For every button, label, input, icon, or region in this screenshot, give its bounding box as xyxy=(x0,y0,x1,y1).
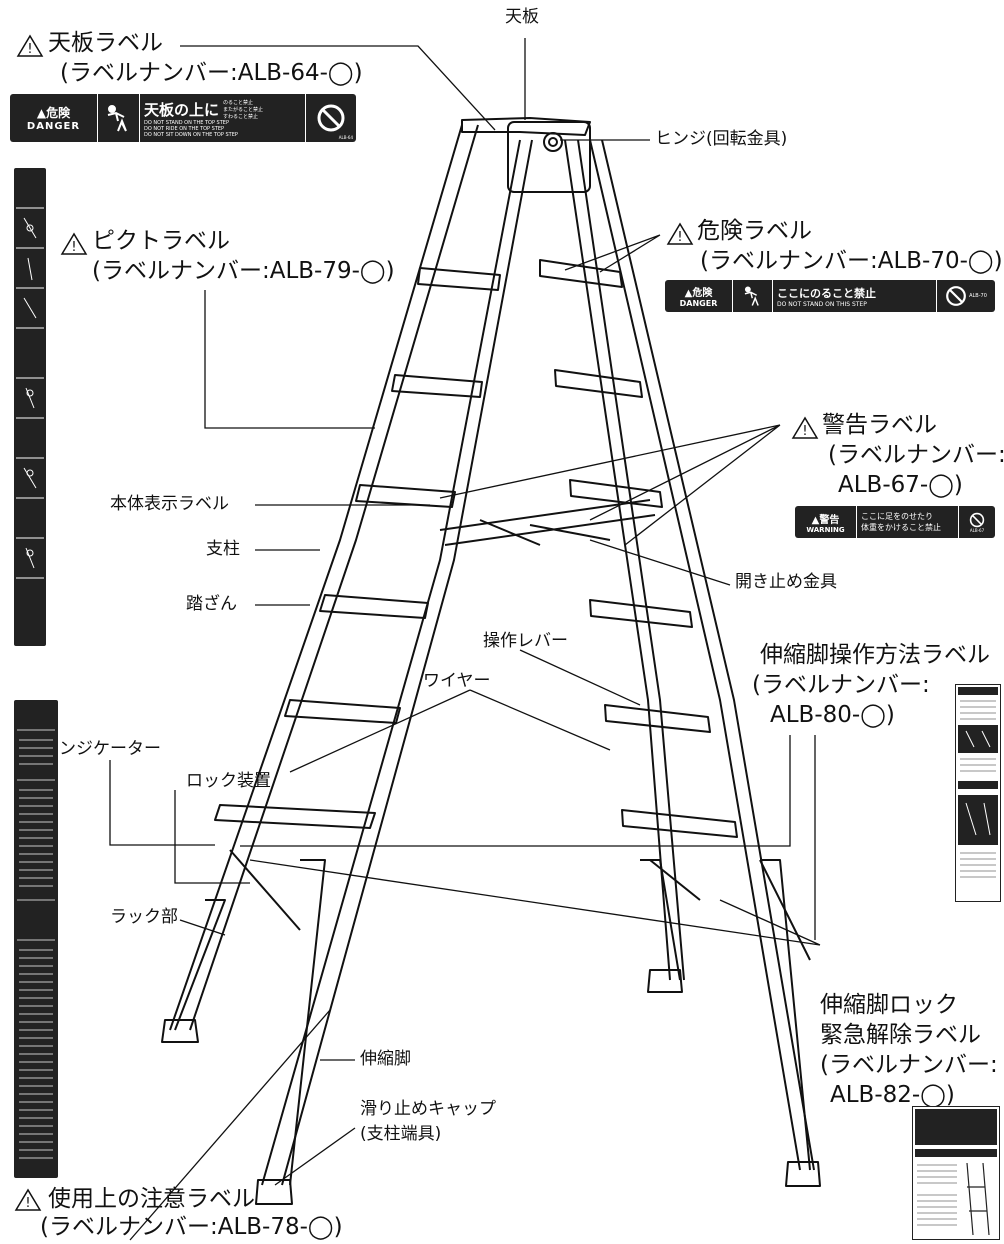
tenban-label-artwork: ▲危険 DANGER 天板の上に のること禁止 またがること禁止 すわること禁止… xyxy=(10,94,356,142)
part-shichu: 支柱 xyxy=(206,539,240,559)
pict-label-number: (ラベルナンバー:ALB-79-◯) xyxy=(92,258,395,284)
shinshuku-sosa-label-number1: (ラベルナンバー: xyxy=(752,672,930,698)
kiken-label-title: 危険ラベル xyxy=(697,218,812,244)
person-falling-icon xyxy=(107,105,127,132)
shinshuku-sosa-label-artwork xyxy=(955,684,1001,902)
hinge-plate xyxy=(507,121,591,193)
part-hirakidome: 開き止め金具 xyxy=(735,572,837,592)
svg-text:!: ! xyxy=(27,42,32,57)
rear-rail-inner xyxy=(564,139,671,981)
tenban-en-3: DO NOT SIT DOWN ON THE TOP STEP xyxy=(144,131,238,138)
keikoku-main-2: 体重をかけること禁止 xyxy=(861,523,941,532)
keikoku-label-number2: ALB-67-◯) xyxy=(838,472,963,498)
prohibition-icon xyxy=(946,286,966,306)
hinge-pivot xyxy=(543,132,563,152)
pict-label-title: ピクトラベル xyxy=(92,228,230,254)
danger-en-text: DANGER xyxy=(26,121,81,132)
shinshuku-lock-label-title1: 伸縮脚ロック xyxy=(820,992,958,1018)
shinshuku-sosa-label-title: 伸縮脚操作方法ラベル xyxy=(760,642,990,668)
kiken-en-text: DO NOT STAND ON THIS STEP xyxy=(777,300,867,308)
part-hinge: ヒンジ(回転金具) xyxy=(655,129,788,149)
front-rail-inner xyxy=(261,139,521,1186)
kiken-label-artwork: ▲危険 DANGER ここにのること禁止 DO NOT STAND ON THI… xyxy=(665,280,995,312)
rear-steps xyxy=(539,259,738,838)
part-shinshuku-kyaku: 伸縮脚 xyxy=(360,1049,411,1069)
shinshuku-lock-label-number2: ALB-82-◯) xyxy=(830,1082,955,1108)
foot-cap-front-left xyxy=(161,1019,199,1043)
foot-cap-rear-right xyxy=(785,1161,821,1187)
shiyo-chui-label-number: (ラベルナンバー:ALB-78-◯) xyxy=(40,1214,343,1240)
leader-lines xyxy=(109,38,821,1241)
rear-rail-outer xyxy=(589,139,801,1171)
shinshuku-lock-label-title2: 緊急解除ラベル xyxy=(820,1022,981,1048)
warning-triangles xyxy=(14,34,819,1211)
keikoku-warn-jp: 警告 xyxy=(819,514,840,526)
part-suberidome: 滑り止めキャップ xyxy=(360,1099,496,1119)
part-rack: ラック部 xyxy=(110,907,178,927)
tenban-main-text: 天板の上に xyxy=(144,100,220,119)
svg-text:!: ! xyxy=(25,1196,30,1211)
top-plate xyxy=(461,117,591,136)
tenban-small-3: すわること禁止 xyxy=(223,113,259,120)
person-falling-icon xyxy=(744,286,759,306)
tenban-code: ALB-64 xyxy=(338,135,353,140)
kiken-label-number: (ラベルナンバー:ALB-70-◯) xyxy=(700,248,1003,274)
keikoku-warn-en: WARNING xyxy=(806,525,845,534)
foot-cap-front-right xyxy=(255,1179,293,1205)
part-fumizan: 踏ざん xyxy=(186,594,237,614)
prohibition-icon xyxy=(317,104,345,132)
kiken-danger-en: DANGER xyxy=(679,299,718,308)
tenban-small-1: のること禁止 xyxy=(223,99,254,106)
part-indicator: インジケーター xyxy=(42,739,161,759)
diagonal-brace xyxy=(229,849,811,961)
tenban-label-title: 天板ラベル xyxy=(48,30,163,56)
part-lock-sochi: ロック装置 xyxy=(186,771,271,791)
pict-label-artwork xyxy=(14,168,46,646)
part-tenban: 天板 xyxy=(505,7,539,27)
keikoku-label-title: 警告ラベル xyxy=(822,412,937,438)
keikoku-code: ALB-67 xyxy=(969,527,985,533)
part-wire: ワイヤー xyxy=(423,671,491,691)
keikoku-label-artwork: ▲警告 WARNING ここに足をのせたり 体重をかけること禁止 ALB-67 xyxy=(795,506,995,538)
rear-leg-extension xyxy=(640,859,811,1171)
keikoku-main-1: ここに足をのせたり xyxy=(861,512,933,521)
keikoku-label-number1: (ラベルナンバー: xyxy=(828,442,1004,468)
svg-text:!: ! xyxy=(71,240,76,255)
shiyo-chui-label-artwork xyxy=(14,700,58,1178)
kiken-code: ALB-70 xyxy=(969,293,987,299)
front-steps xyxy=(214,267,501,829)
svg-text:!: ! xyxy=(802,424,807,439)
part-sosa-lever: 操作レバー xyxy=(483,631,568,651)
shinshuku-sosa-label-number2: ALB-80-◯) xyxy=(770,702,895,728)
tenban-small-2: またがること禁止 xyxy=(223,106,264,113)
shiyo-chui-label-title: 使用上の注意ラベル xyxy=(48,1186,255,1212)
tenban-en-1: DO NOT STAND ON THE TOP STEP xyxy=(144,119,229,126)
shinshuku-lock-label-artwork xyxy=(912,1106,1000,1240)
tenban-label-number: (ラベルナンバー:ALB-64-◯) xyxy=(60,60,363,86)
tenban-en-2: DO NOT RIDE ON THE TOP STEP xyxy=(144,125,225,132)
shinshuku-lock-label-number1: (ラベルナンバー: xyxy=(820,1052,998,1078)
part-hontai-label: 本体表示ラベル xyxy=(110,494,229,514)
svg-text:!: ! xyxy=(677,230,682,245)
front-leg-extension xyxy=(174,859,326,1186)
foot-cap-rear-left xyxy=(647,969,683,993)
kiken-main-text: ここにのること禁止 xyxy=(777,286,876,300)
kiken-danger-jp: 危険 xyxy=(692,288,713,299)
prohibition-icon xyxy=(969,512,985,527)
danger-jp-text: 危険 xyxy=(46,106,71,120)
front-rail-outer xyxy=(169,124,463,1031)
spreader-bar xyxy=(439,499,656,546)
part-suberidome-sub: (支柱端具) xyxy=(360,1124,442,1144)
